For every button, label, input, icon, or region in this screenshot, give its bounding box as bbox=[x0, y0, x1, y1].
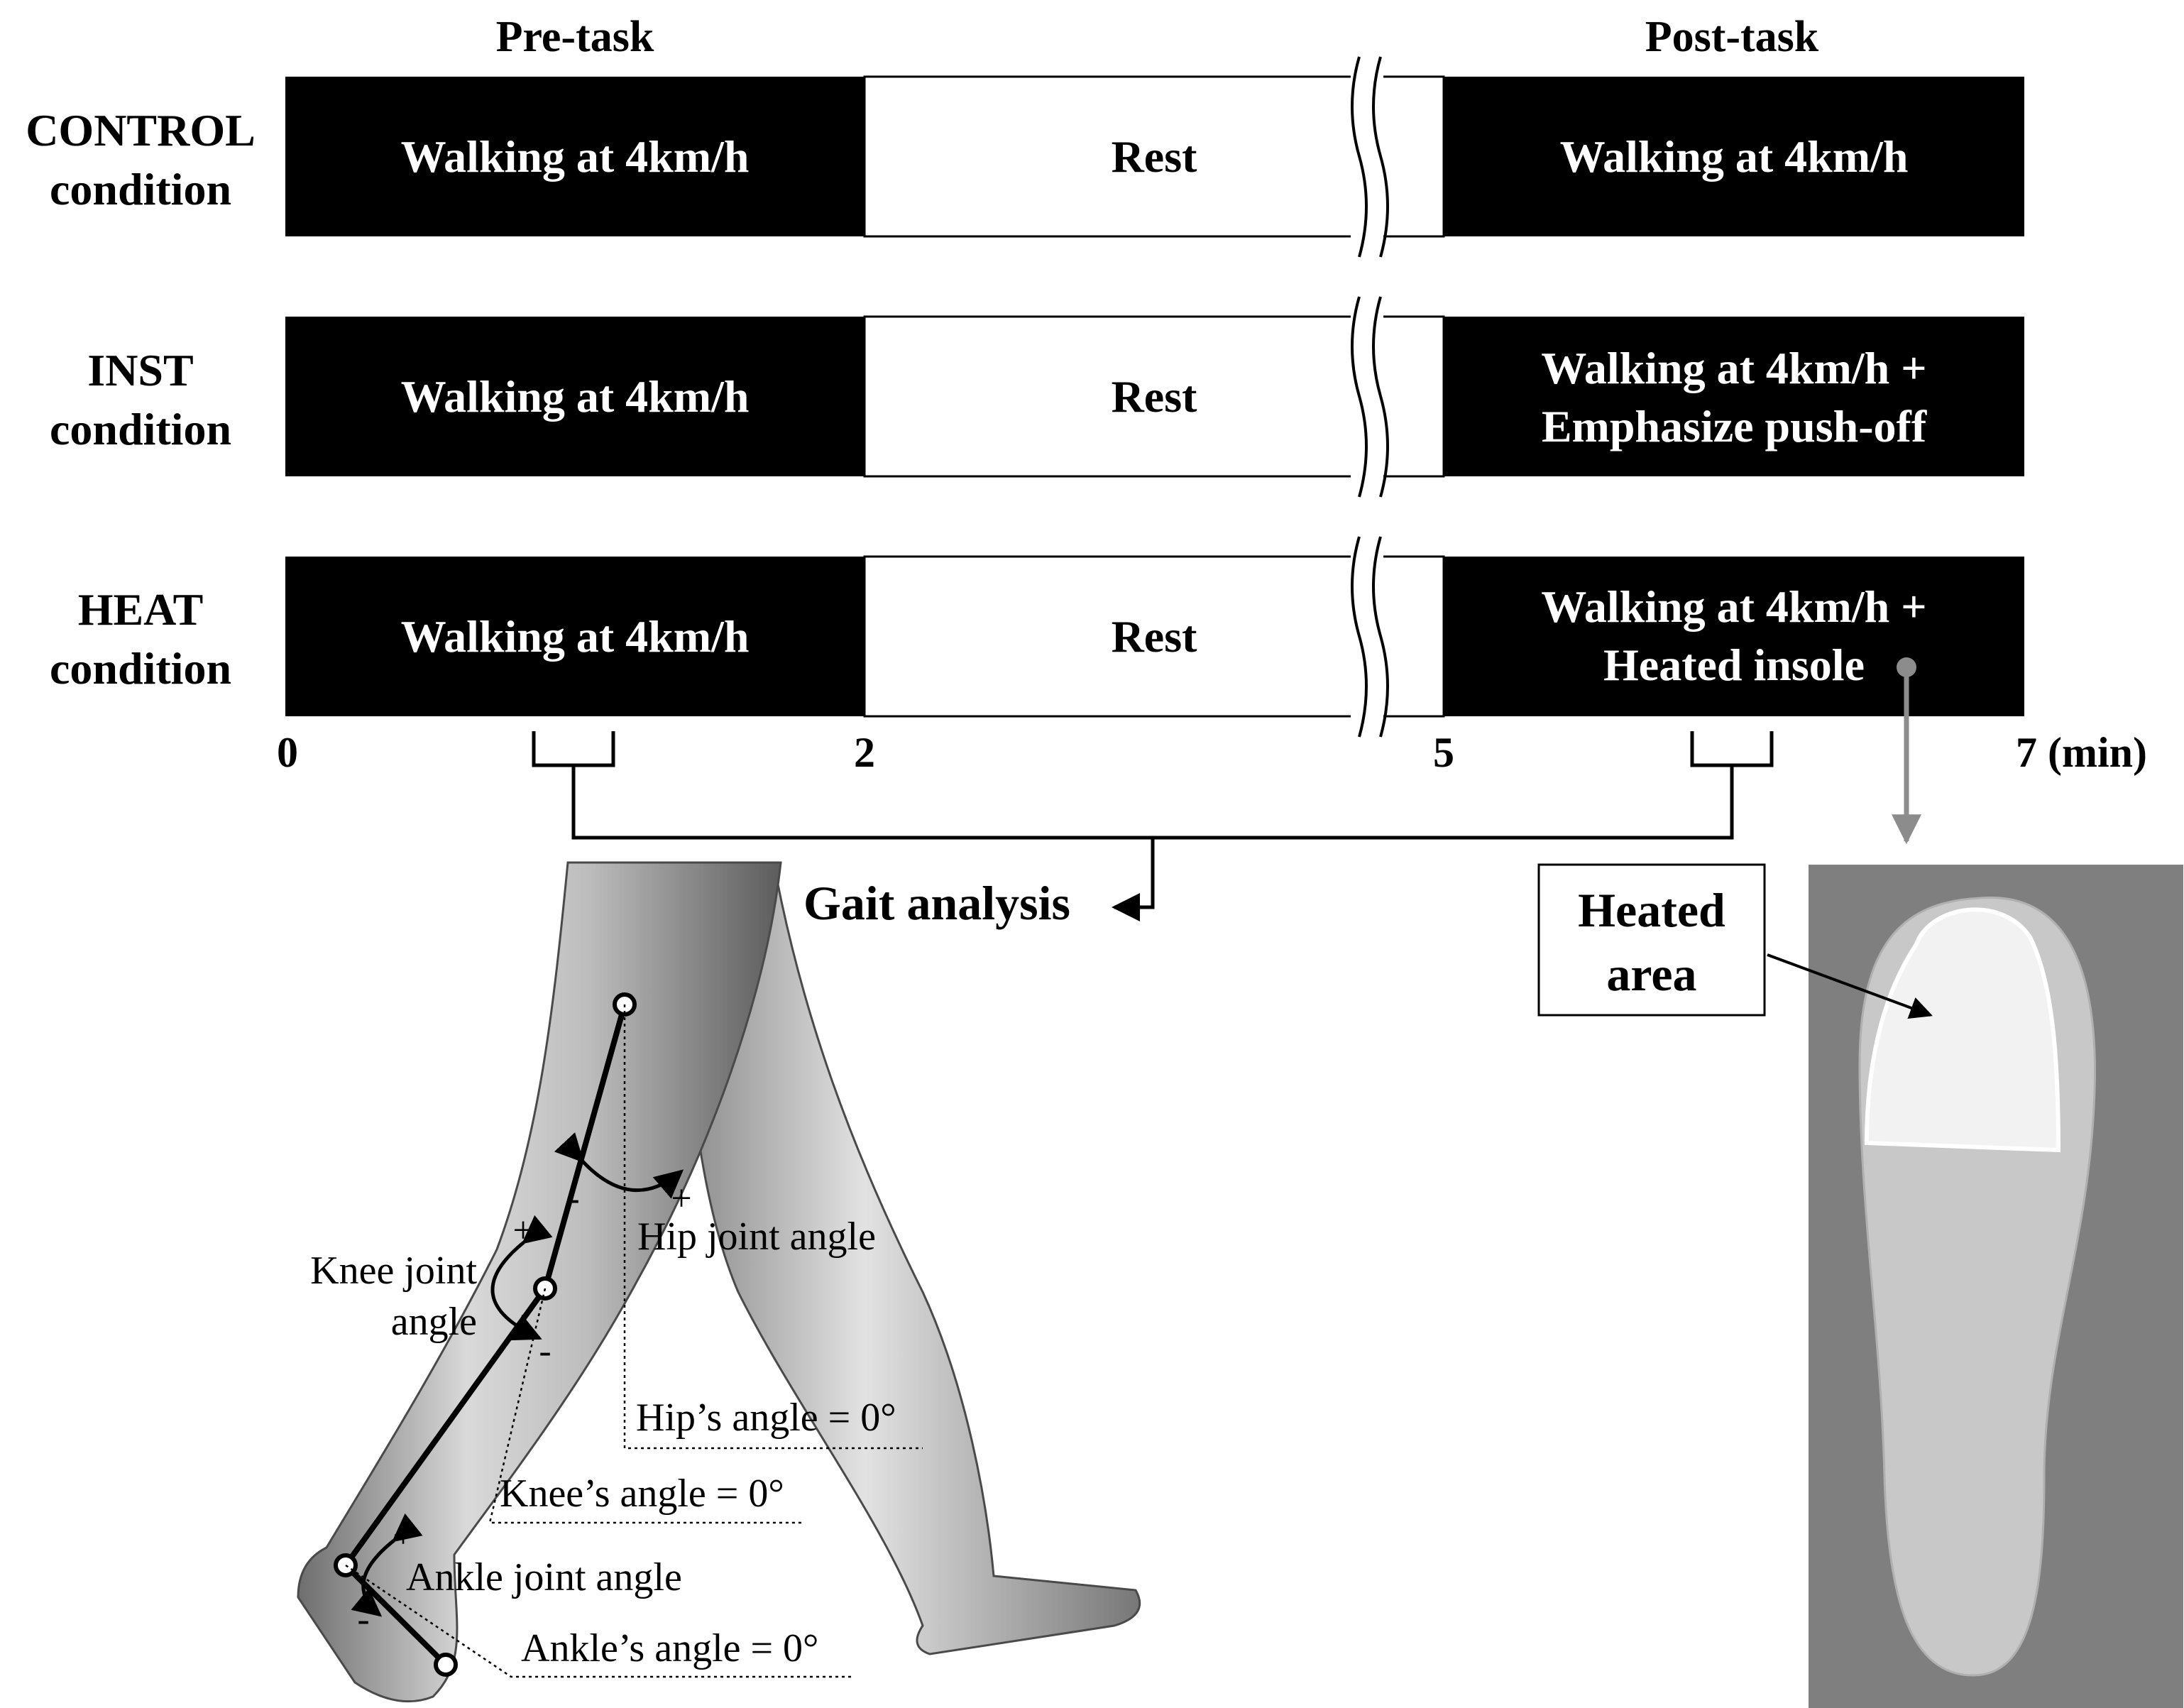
gait-analysis-label: Gait analysis bbox=[803, 876, 1070, 930]
heated-area-label-line1: Heated bbox=[1578, 883, 1725, 937]
hip-minus-sign: - bbox=[567, 1178, 579, 1219]
post-walk-text-line2: Heated insole bbox=[1603, 640, 1865, 690]
post-task-header: Post-task bbox=[1645, 13, 1819, 61]
knee-joint-angle-label-line2: angle bbox=[391, 1300, 477, 1344]
knee-joint-angle-label-line1: Knee joint bbox=[310, 1249, 477, 1293]
pre-walk-segment bbox=[285, 317, 865, 476]
post-walk-text-line1: Walking at 4km/h bbox=[1560, 131, 1909, 182]
post-walk-segment bbox=[1444, 77, 2024, 236]
ankle-minus-sign: - bbox=[357, 1599, 369, 1640]
toe-marker bbox=[434, 1653, 458, 1677]
heated-area-label-line2: area bbox=[1606, 947, 1696, 1001]
heated-area-pointer bbox=[1767, 953, 1933, 1019]
ankle-plus-sign: + bbox=[393, 1516, 413, 1556]
tick-label-2: 2 bbox=[854, 729, 875, 776]
tick-label-7-min: 7 (min) bbox=[2016, 729, 2147, 776]
knee-rotation-arrow bbox=[490, 1215, 553, 1341]
post-walk-text-line2: Emphasize push-off bbox=[1542, 401, 1927, 451]
ankle-zero-angle-label: Ankle’s angle = 0° bbox=[521, 1626, 818, 1670]
condition-label-line2: condition bbox=[50, 164, 231, 214]
heated-insole-photo bbox=[1809, 865, 2183, 1708]
inst-condition-row: INST condition Walking at 4km/h Rest Wal… bbox=[50, 296, 2024, 498]
hip-joint-angle-label: Hip joint angle bbox=[637, 1215, 876, 1259]
rest-text: Rest bbox=[1112, 131, 1198, 182]
knee-plus-sign: + bbox=[512, 1210, 533, 1251]
condition-label-line1: CONTROL bbox=[26, 105, 256, 155]
ankle-rotation-arrow bbox=[351, 1513, 423, 1617]
pre-walk-text: Walking at 4km/h bbox=[401, 131, 750, 182]
rear-leg-shape bbox=[680, 861, 1141, 1655]
tick-label-0: 0 bbox=[277, 729, 298, 776]
condition-label-line2: condition bbox=[50, 404, 231, 454]
condition-label-line2: condition bbox=[50, 643, 231, 694]
post-walk-segment bbox=[1444, 317, 2024, 476]
post-walk-segment bbox=[1444, 557, 2024, 716]
knee-zero-angle-label: Knee’s angle = 0° bbox=[500, 1472, 784, 1516]
rest-segment bbox=[863, 75, 1445, 238]
leg-figure: - + + - + - Hip joint angle Knee joint a… bbox=[297, 861, 1141, 1703]
hip-zero-angle-label: Hip’s angle = 0° bbox=[636, 1396, 896, 1440]
rest-segment bbox=[863, 555, 1445, 718]
heated-pad bbox=[1864, 907, 2061, 1153]
ankle-joint-angle-label: Ankle joint angle bbox=[406, 1555, 682, 1599]
condition-label-line1: INST bbox=[87, 345, 193, 395]
pre-walk-text: Walking at 4km/h bbox=[401, 371, 750, 422]
control-condition-row: CONTROL condition Walking at 4km/h Rest … bbox=[26, 56, 2024, 258]
time-break-symbol bbox=[1351, 536, 1389, 738]
knee-minus-sign: - bbox=[539, 1331, 551, 1372]
hip-plus-sign: + bbox=[671, 1178, 691, 1219]
heated-insole-pointer bbox=[1892, 657, 1921, 845]
pre-task-header: Pre-task bbox=[496, 13, 654, 61]
tick-label-5: 5 bbox=[1433, 729, 1454, 776]
time-break-symbol bbox=[1351, 56, 1389, 258]
hip-rotation-arrow bbox=[554, 1132, 684, 1199]
heated-area-callout-box bbox=[1537, 863, 1766, 1017]
rest-text: Rest bbox=[1112, 611, 1198, 662]
pre-walk-segment bbox=[285, 557, 865, 716]
rest-text: Rest bbox=[1112, 371, 1198, 422]
time-break-symbol bbox=[1351, 296, 1389, 498]
gait-analysis-bracket bbox=[532, 731, 1774, 921]
condition-label-line1: HEAT bbox=[78, 584, 204, 635]
post-walk-text-line1: Walking at 4km/h + bbox=[1541, 343, 1926, 393]
heat-condition-row: HEAT condition Walking at 4km/h Rest Wal… bbox=[50, 536, 2024, 738]
rest-segment bbox=[863, 315, 1445, 478]
pre-walk-text: Walking at 4km/h bbox=[401, 611, 750, 662]
post-walk-text-line1: Walking at 4km/h + bbox=[1541, 581, 1926, 632]
pre-walk-segment bbox=[285, 77, 865, 236]
